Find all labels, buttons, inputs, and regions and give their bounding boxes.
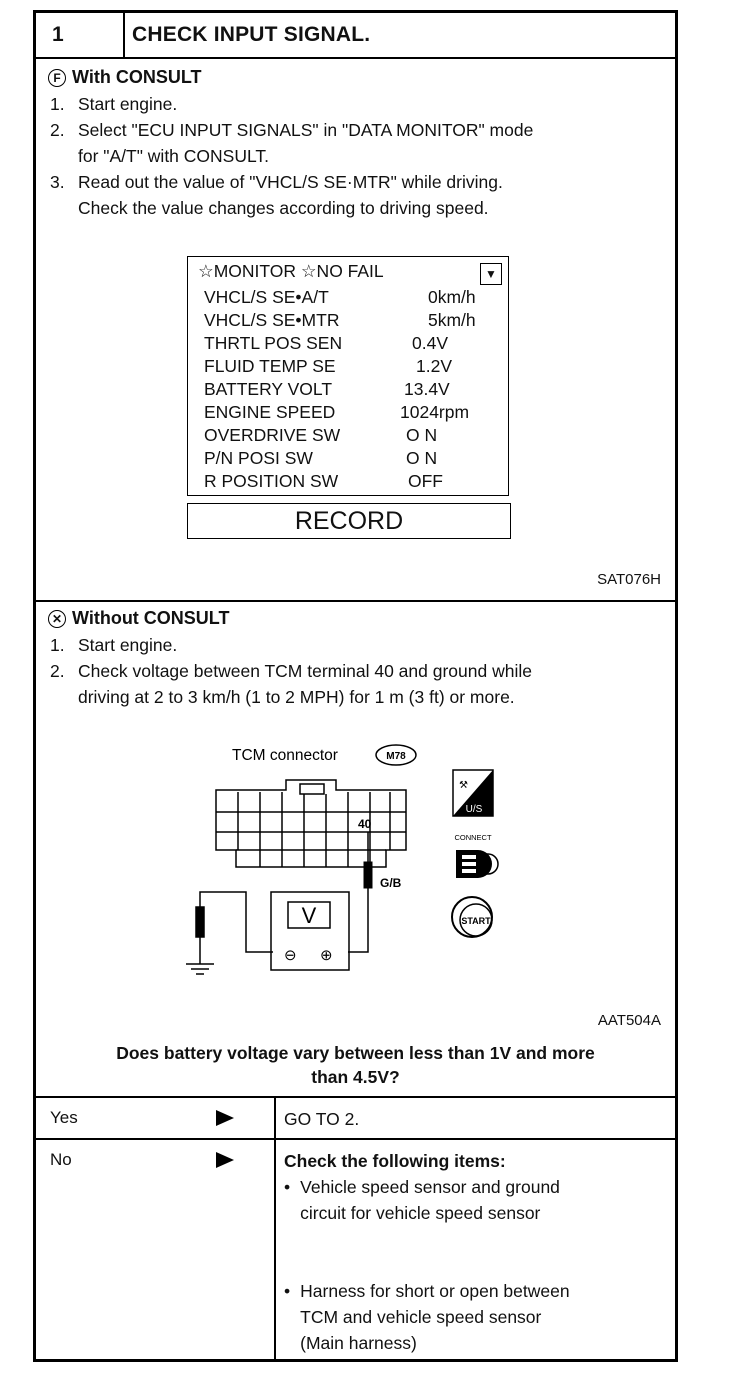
ground-lead [186,891,273,975]
goto-link[interactable]: GO TO 2. [284,1109,360,1129]
dropdown-arrow-icon[interactable]: ▼ [480,263,502,285]
meter-pos-terminal: ⊕ [320,947,333,964]
step-text: Start engine. [78,94,178,114]
step-text-cont: Check the value changes according to dri… [78,198,489,218]
arrow-right-icon [216,1110,234,1126]
answer-label: No [50,1150,72,1169]
monitor-row-label: P/N POSI SW [204,448,313,468]
connect-label: CONNECT [454,833,492,842]
monitor-row-label: BATTERY VOLT [204,379,333,399]
step-item: 1. Start engine. [50,91,660,117]
data-monitor-screen: ☆MONITOR ☆NO FAIL ▼ VHCL/S SE•A/T 0km/h … [187,256,509,496]
monitor-row-label: ENGINE SPEED [204,402,336,422]
monitor-row-value: O N [406,425,438,445]
bullet-icon: • [284,1281,291,1301]
probe-positive [348,832,373,953]
monitor-row-value: 0.4V [412,333,448,353]
check-item: • Vehicle speed sensor and ground circui… [284,1174,664,1226]
arrow-right-icon [216,1152,234,1168]
bullet-icon: • [284,1177,291,1197]
check-item: • Harness for short or open between TCM … [284,1278,664,1356]
without-consult-section: ✕ Without CONSULT 1. Start engine. 2. Chec… [36,602,675,1040]
with-consult-heading: F With CONSULT [48,67,201,88]
monitor-row-value: 1.2V [416,356,452,376]
step-item: 1. Start engine. [50,632,660,658]
answer-label: Yes [50,1108,78,1127]
table-column-divider [274,1096,276,1362]
answer-row-no: No Check the following items: • Vehicle … [36,1138,675,1362]
check-items: Check the following items: • Vehicle spe… [284,1148,664,1356]
monitor-row-value: 1024rpm [400,402,470,422]
step-index: 2. [50,661,65,681]
step-item: 3. Read out the value of "VHCL/S SE·MTR" … [50,169,660,221]
monitor-row-label: VHCL/S SE•A/T [204,287,329,307]
step-text: Start engine. [78,635,178,655]
without-consult-heading: ✕ Without CONSULT [48,608,229,629]
us-icon: ⚒ U/S [452,769,494,817]
monitor-row-value: OFF [408,471,443,491]
step-text-cont: driving at 2 to 3 km/h (1 to 2 MPH) for … [78,687,515,707]
question-line: Does battery voltage vary between less t… [116,1043,595,1063]
us-label: U/S [466,804,483,815]
procedure-frame: 1 CHECK INPUT SIGNAL. F With CONSULT 1. S… [33,10,678,1362]
monitor-row-value: 5km/h [428,310,476,330]
wire-color: G/B [380,876,402,890]
connector-code: M78 [386,751,406,762]
step-text: Check voltage between TCM terminal 40 an… [78,661,532,681]
question-line: than 4.5V? [311,1067,400,1087]
monitor-row-label: R POSITION SW [204,471,339,491]
meter-neg-terminal: ⊖ [284,947,297,964]
monitor-row-label: FLUID TEMP SE [204,356,336,376]
figure-reference: AAT504A [597,1012,661,1029]
step-text: Select "ECU INPUT SIGNALS" in "DATA MONI… [78,120,534,140]
check-item-text: TCM and vehicle speed sensor [300,1307,542,1327]
connector-label: TCM connector [232,747,338,764]
step-text: Read out the value of "VHCL/S SE·MTR" wh… [78,172,503,192]
page-title: CHECK INPUT SIGNAL. [132,23,371,46]
with-consult-title: With CONSULT [72,67,202,87]
tcm-connector-diagram: TCM connector M78 40 [186,744,499,975]
record-button[interactable]: RECORD [187,503,511,539]
connector-code-badge: M78 [375,744,417,766]
with-consult-section: F With CONSULT 1. Start engine. 2. Select … [36,59,675,600]
start-label: START [461,916,491,926]
monitor-row-value: 0km/h [428,287,476,307]
monitor-row-value: 13.4V [404,379,450,399]
check-heading: Check the following items: [284,1151,506,1171]
without-consult-title: Without CONSULT [72,608,230,628]
tools-glyph: ⚒ [459,780,468,791]
monitor-header: ☆MONITOR ☆NO FAIL [198,261,384,281]
check-item-text: Harness for short or open between [300,1281,570,1301]
step-item: 2. Select "ECU INPUT SIGNALS" in "DATA MO… [50,117,660,169]
step-number: 1 [52,23,64,46]
step-index: 1. [50,94,65,114]
start-icon: START [451,896,493,938]
step-index: 2. [50,120,65,140]
figure-reference: SAT076H [597,571,661,588]
check-item-text: (Main harness) [300,1333,417,1353]
header-divider [123,13,125,57]
meter-symbol: V [302,903,317,928]
procedure-header: 1 CHECK INPUT SIGNAL. [36,13,675,59]
step-index: 1. [50,635,65,655]
monitor-row-value: O N [406,448,438,468]
check-item-text: Vehicle speed sensor and ground [300,1177,560,1197]
connector-body [215,779,407,868]
connect-icon [456,850,499,878]
no-consult-icon: ✕ [48,609,66,628]
step-text-cont: for "A/T" with CONSULT. [78,146,270,166]
check-item-text: circuit for vehicle speed sensor [300,1203,541,1223]
voltmeter: V ⊖ ⊕ [270,891,350,971]
terminal-number: 40 [358,817,372,831]
answer-row-yes: Yes GO TO 2. [36,1096,675,1138]
step-item: 2. Check voltage between TCM terminal 40 … [50,658,660,710]
consult-icon: F [48,68,66,87]
monitor-row-label: OVERDRIVE SW [204,425,341,445]
monitor-row-label: THRTL POS SEN [204,333,343,353]
step-index: 3. [50,172,65,192]
monitor-row-label: VHCL/S SE•MTR [204,310,340,330]
section-divider [36,600,675,602]
decision-question: Does battery voltage vary between less t… [36,1041,675,1089]
